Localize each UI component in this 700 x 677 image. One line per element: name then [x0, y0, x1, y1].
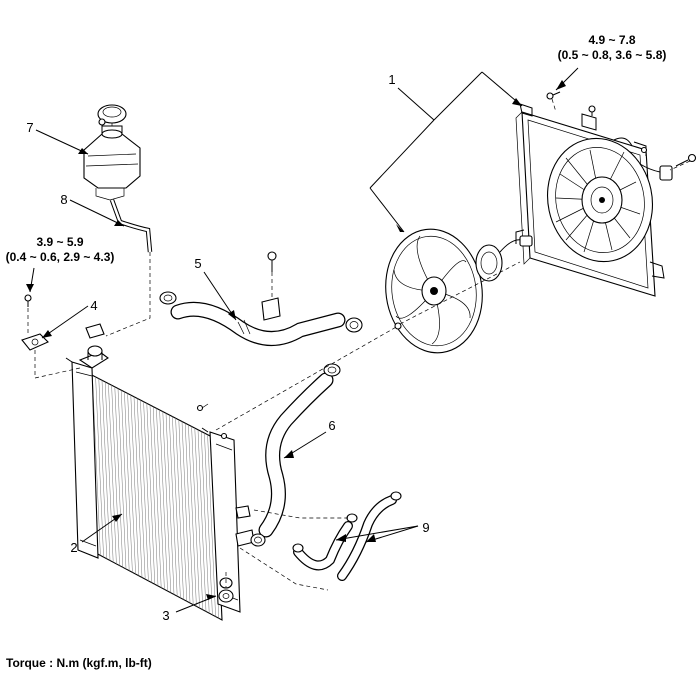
- radiator-fin: [92, 375, 101, 556]
- radiator-fin: [188, 424, 197, 607]
- callout-9: 9: [422, 520, 429, 535]
- radiator-fin: [133, 396, 143, 578]
- radiator-fin: [175, 418, 184, 600]
- radiator-fin: [120, 390, 130, 571]
- callout-4: 4: [90, 298, 97, 313]
- callout-1: 1: [388, 72, 395, 87]
- radiator-fin: [98, 378, 108, 559]
- fan-motor: [475, 235, 533, 282]
- cooling-fan-blade: [385, 228, 483, 354]
- radiator-fin: [162, 411, 172, 593]
- callout-6: 6: [328, 418, 335, 433]
- radiator-fin: [143, 401, 152, 583]
- callout-8: 8: [60, 192, 67, 207]
- radiator-fin: [172, 416, 181, 598]
- reservoir-bolt-torque-line2: (0.4 ~ 0.6, 2.9 ~ 4.3): [6, 250, 115, 264]
- hose-clamp-icon: [346, 513, 358, 523]
- radiator-fin: [194, 428, 204, 610]
- radiator-fin: [130, 395, 140, 576]
- radiator-fin: [149, 404, 159, 587]
- radiator-fin: [204, 433, 213, 615]
- radiator-core-fins: [88, 373, 220, 619]
- radiator-fin: [178, 419, 188, 602]
- shroud-bolt-icon: [640, 146, 648, 154]
- reservoir-bracket: [21, 294, 105, 379]
- radiator-fin: [191, 426, 200, 609]
- radiator-fin: [159, 409, 168, 592]
- callout-2: 2: [70, 540, 77, 555]
- radiator-fin: [140, 400, 149, 581]
- reservoir-screw-icon: [98, 118, 106, 132]
- shroud-bolt-icon: [546, 91, 561, 100]
- drain-plug: [218, 572, 234, 603]
- radiator-fin: [152, 406, 162, 588]
- reservoir-cap: [97, 104, 127, 126]
- fan-bolt-torque-line1: 4.9 ~ 7.8: [588, 33, 635, 47]
- hose-clamp-icon: [292, 543, 304, 553]
- radiator-fin: [101, 380, 111, 561]
- callout-5: 5: [194, 256, 201, 271]
- hose-clamp-icon: [250, 533, 266, 547]
- hose-clamp-icon: [159, 291, 177, 305]
- fan-bolt-torque-line2: (0.5 ~ 0.8, 3.6 ~ 5.8): [558, 48, 667, 62]
- upper-radiator-hose: [159, 251, 363, 346]
- radiator-fin: [165, 413, 175, 595]
- radiator-fin: [156, 408, 165, 590]
- radiator-fin: [104, 381, 114, 563]
- shroud-bolt-icon: [675, 153, 697, 167]
- callout-7: 7: [26, 120, 33, 135]
- radiator-fin: [197, 429, 207, 612]
- lower-radiator-hose: [250, 363, 341, 547]
- overflow-hose: [105, 199, 153, 337]
- radiator-fin: [181, 421, 191, 604]
- radiator-fin: [168, 414, 178, 597]
- hose-clamp-icon: [345, 317, 363, 333]
- radiator-fin: [184, 423, 194, 605]
- hose-bracket: [261, 251, 281, 321]
- radiator-fin: [207, 434, 216, 617]
- radiator-fin: [136, 398, 146, 580]
- radiator-fin: [108, 383, 117, 564]
- fan-shroud-assembly: [515, 91, 697, 297]
- coolant-reservoir: [83, 104, 141, 201]
- radiator-fin: [200, 431, 210, 614]
- radiator-fin: [117, 388, 127, 570]
- radiator: [65, 345, 255, 621]
- fan-nut-icon: [394, 322, 402, 330]
- arrowheads: [26, 80, 566, 600]
- reservoir-bolt-icon: [24, 294, 32, 307]
- hose-clamp-icon: [390, 491, 402, 501]
- radiator-fin: [95, 376, 104, 558]
- radiator-fin: [127, 393, 136, 575]
- bypass-hoses: [239, 491, 402, 591]
- hose-clamp-icon: [323, 363, 341, 377]
- radiator-fin: [111, 385, 120, 566]
- reservoir-bolt-torque-line1: 3.9 ~ 5.9: [36, 235, 83, 249]
- radiator-fin: [146, 403, 156, 585]
- torque-units-caption: Torque : N.m (kgf.m, lb-ft): [6, 656, 152, 670]
- callout-3: 3: [162, 608, 169, 623]
- radiator-fin: [114, 386, 124, 568]
- shroud-bolt-icon: [588, 105, 596, 116]
- radiator-fin: [124, 391, 133, 573]
